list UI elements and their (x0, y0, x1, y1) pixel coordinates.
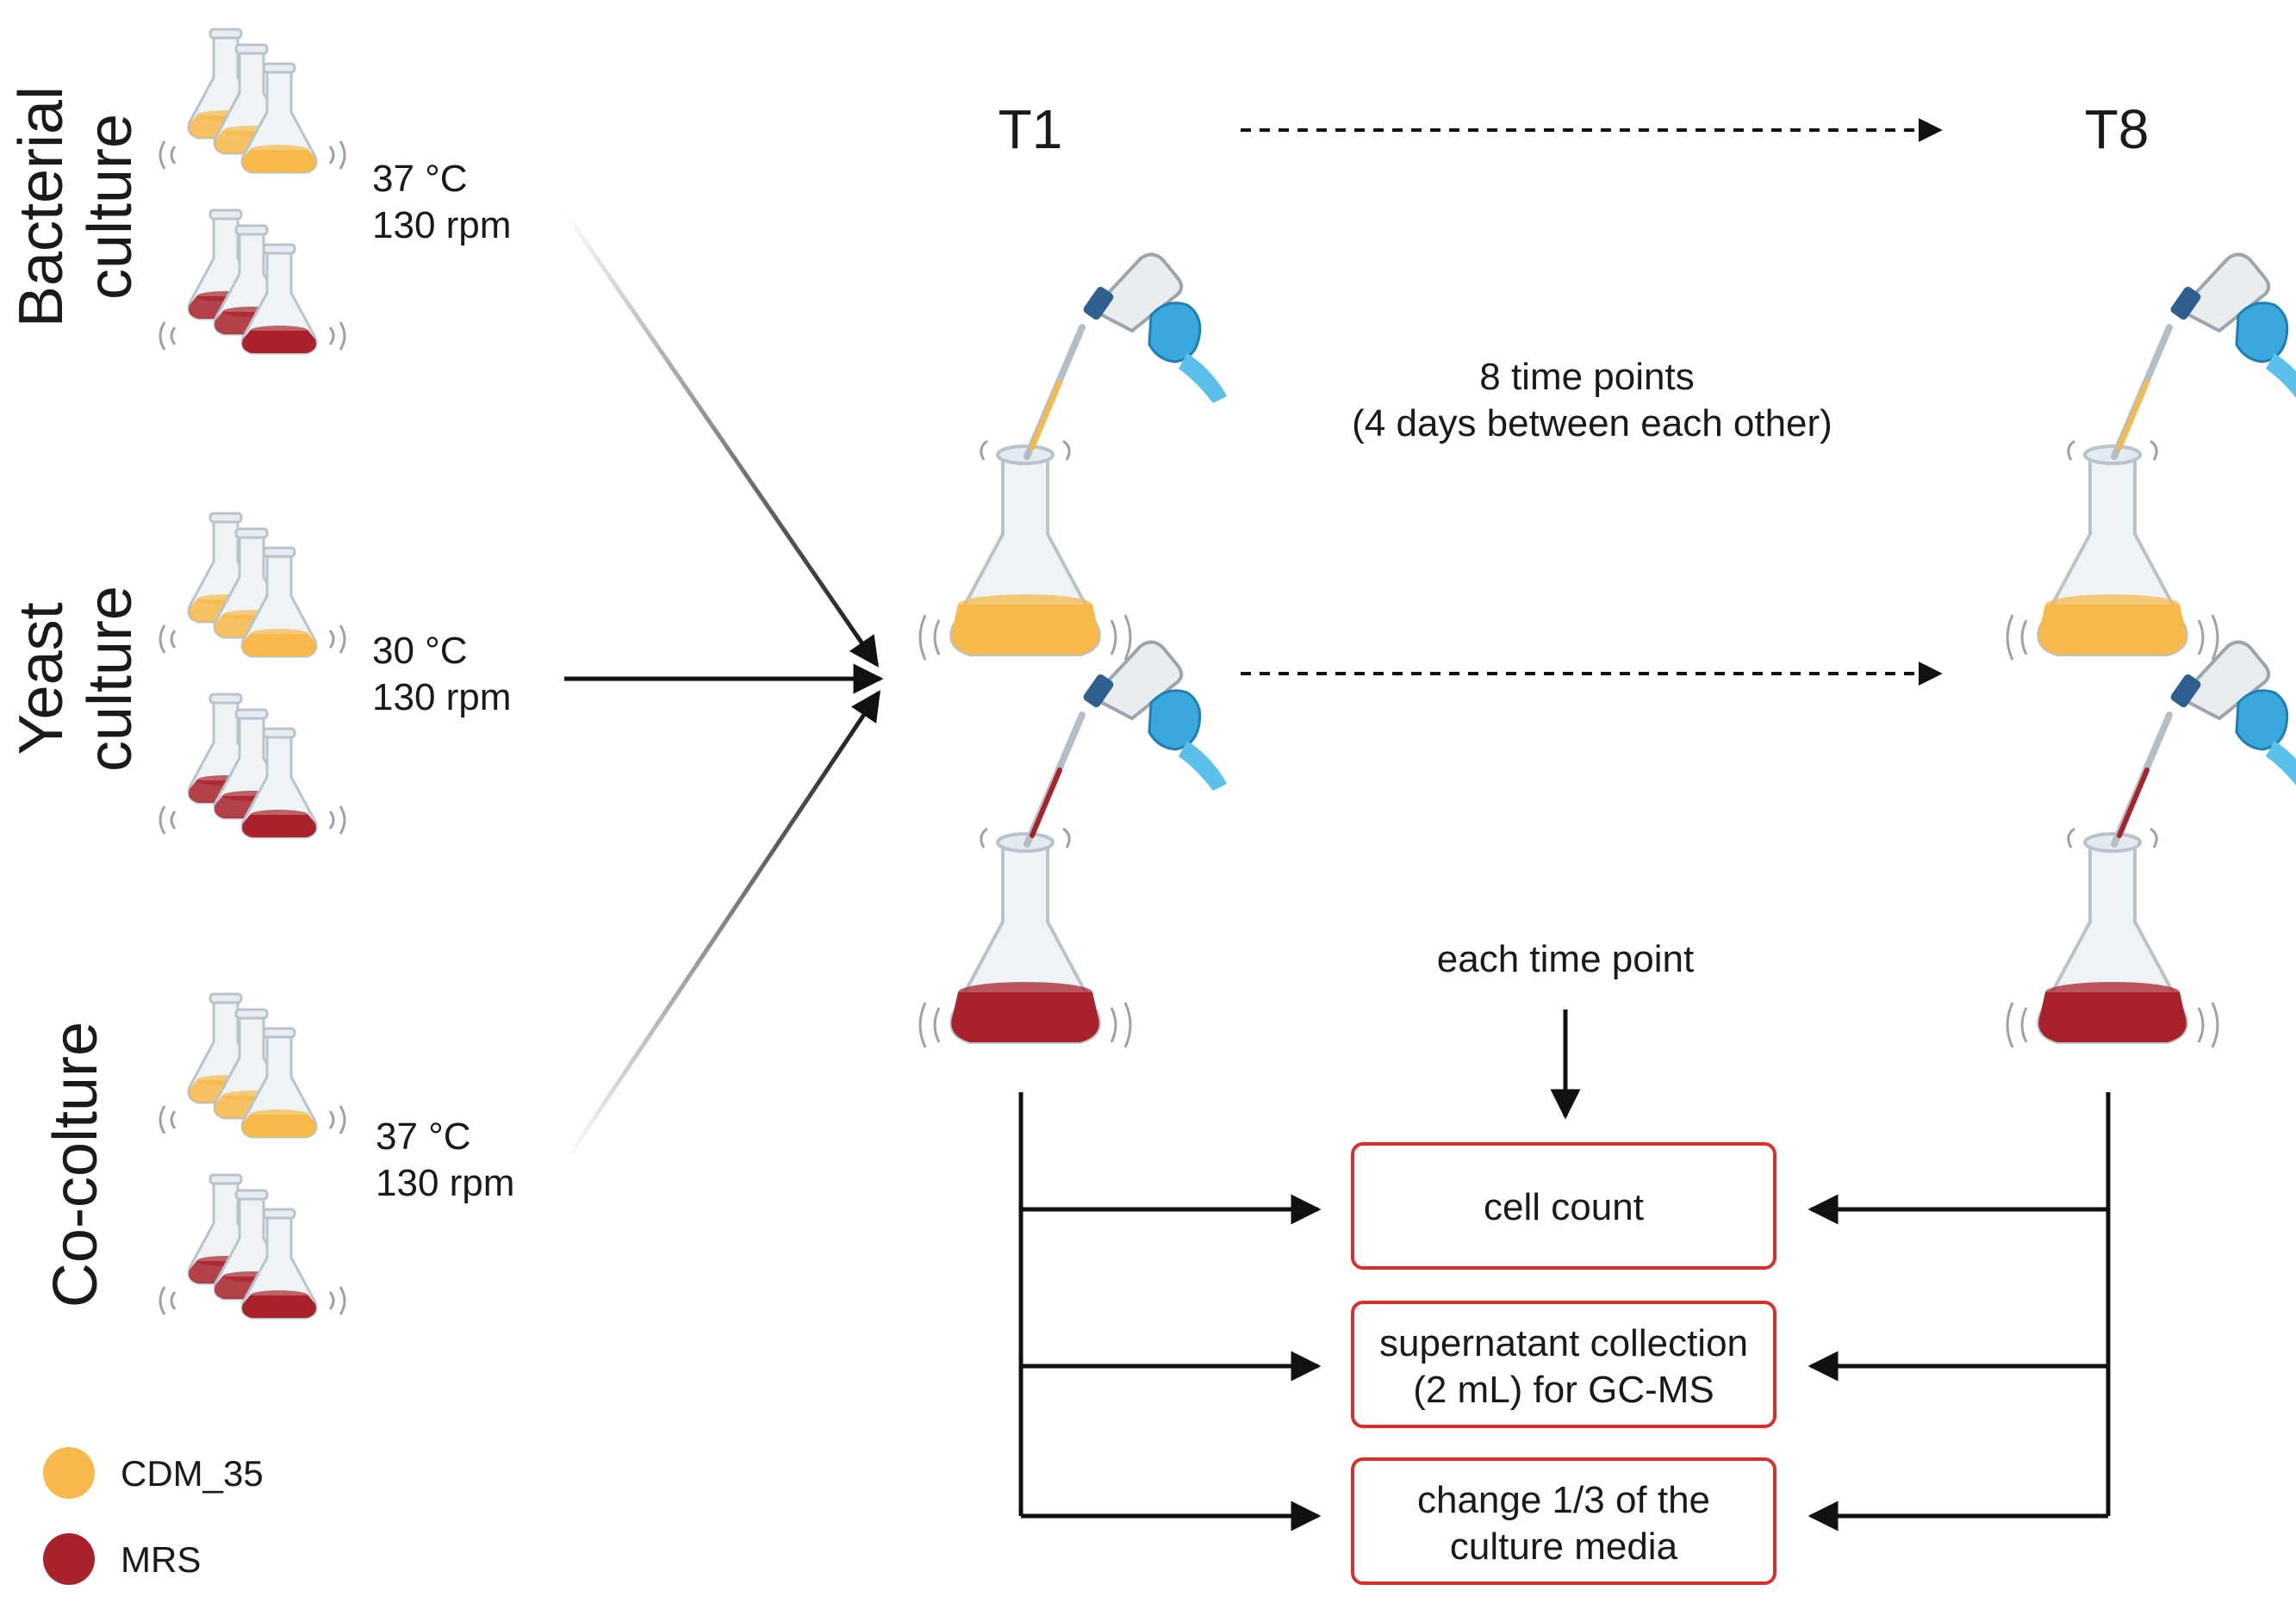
svg-text:(4 days between each other): (4 days between each other) (1352, 402, 1832, 444)
flask-icon (240, 1208, 318, 1320)
svg-text:culture: culture (76, 586, 145, 772)
legend-label: CDM_35 (121, 1453, 264, 1494)
legend-swatch (43, 1447, 95, 1499)
action-label-line1: supernatant collection (1379, 1322, 1748, 1364)
condition-cocolture: 37 °C 130 rpm (376, 1115, 514, 1204)
timepoint-start: T1 (999, 98, 1063, 160)
sampler-t8-mrs (2006, 640, 2296, 1048)
flask-cluster-yeast-cdm (159, 512, 346, 658)
action-box: supernatant collection (2 mL) for GC-MS (1021, 1301, 2108, 1428)
condition-bacterial: 37 °C 130 rpm (372, 158, 511, 246)
flask-cluster-yeast-mrs (159, 693, 346, 839)
svg-text:Yeast: Yeast (7, 602, 76, 755)
legend-label: MRS (121, 1539, 201, 1580)
flask-icon (240, 62, 318, 174)
arrow-from-bacterial (562, 209, 880, 668)
svg-text:130 rpm: 130 rpm (372, 676, 511, 718)
svg-text:culture: culture (76, 114, 145, 300)
timepoint-end: T8 (2085, 98, 2150, 160)
svg-text:8 time points: 8 time points (1479, 356, 1694, 398)
group-label-yeast: Yeast culture (7, 586, 145, 772)
flask-icon (240, 243, 318, 355)
pipette-icon (1024, 324, 1086, 460)
gloved-hand-icon (2167, 252, 2296, 405)
svg-text:Co-colture: Co-colture (41, 1022, 110, 1308)
action-label-line2: culture media (1450, 1525, 1678, 1568)
pipette-icon (1024, 711, 1086, 848)
condition-yeast: 30 °C 130 rpm (372, 630, 511, 718)
action-box-frame (1351, 1301, 1776, 1428)
flask-cluster-cocolture-cdm (159, 992, 346, 1139)
svg-text:Bacterial: Bacterial (7, 86, 76, 327)
shaking-flask-icon (2037, 444, 2188, 656)
action-box-frame (1351, 1142, 1776, 1270)
shaking-flask-icon (2037, 832, 2188, 1044)
sampler-t1-cdm (918, 252, 1229, 661)
gloved-hand-icon (1080, 252, 1229, 405)
action-label-line2: (2 mL) for GC-MS (1413, 1369, 1714, 1411)
sampler-t8-cdm (2006, 252, 2296, 661)
flask-clusters (159, 28, 346, 1320)
sampling-flasks (918, 252, 2296, 1048)
interval-note: 8 time points (4 days between each other… (1352, 356, 1832, 444)
legend-swatch (43, 1533, 95, 1585)
shaking-flask-icon (949, 444, 1101, 656)
svg-text:130 rpm: 130 rpm (376, 1162, 514, 1204)
each-time-point-label: each time point (1437, 938, 1694, 980)
flask-cluster-bacterial-mrs (159, 208, 346, 355)
group-label-cocolture: Co-colture (41, 1022, 110, 1308)
action-boxes: cell count supernatant collection (2 mL) f… (1021, 1142, 2108, 1585)
shaking-flask-icon (949, 832, 1101, 1044)
svg-text:130 rpm: 130 rpm (372, 204, 511, 246)
flask-icon (240, 727, 318, 839)
gloved-hand-icon (1080, 640, 1229, 792)
svg-text:37 °C: 37 °C (372, 158, 468, 200)
flask-cluster-cocolture-mrs (159, 1173, 346, 1320)
action-box: cell count (1021, 1142, 2108, 1270)
svg-text:30 °C: 30 °C (372, 630, 468, 672)
pipette-icon (2111, 711, 2173, 848)
svg-text:37 °C: 37 °C (376, 1115, 471, 1158)
group-label-bacterial: Bacterial culture (7, 86, 145, 327)
flask-icon (240, 1027, 318, 1139)
pipette-icon (2111, 324, 2173, 460)
action-label-line1: change 1/3 of the (1417, 1479, 1710, 1521)
arrow-from-cocolture (562, 690, 881, 1165)
action-box-frame (1351, 1457, 1776, 1585)
flask-icon (240, 546, 318, 658)
flask-cluster-bacterial-cdm (159, 28, 346, 174)
sampler-t1-mrs (918, 640, 1229, 1048)
action-label-line1: cell count (1484, 1186, 1644, 1228)
gloved-hand-icon (2167, 640, 2296, 792)
